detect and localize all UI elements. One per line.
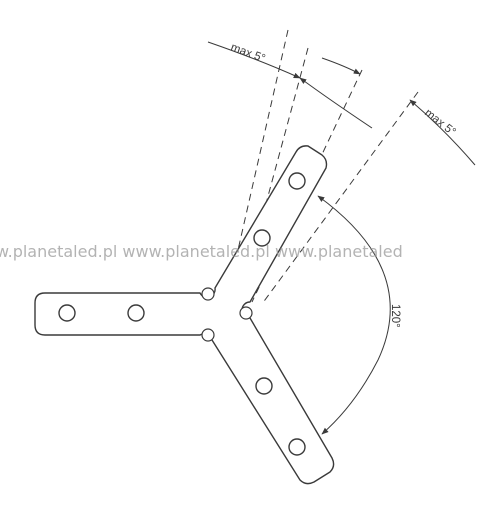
hole-left-inner	[127, 304, 145, 322]
hole-bottom-outer	[288, 438, 306, 456]
tolerance-label-right: max 5°	[422, 107, 458, 139]
mounting-holes	[58, 172, 306, 456]
watermark-text: w.planetaled.pl www.planetaled.pl www.pl…	[0, 242, 403, 261]
hole-top-outer	[288, 172, 306, 190]
hole-bottom-inner	[255, 377, 273, 395]
tolerance-label-left: max 5°	[229, 42, 267, 66]
guide-right	[261, 91, 419, 305]
arc-top-mid	[299, 77, 373, 129]
angle-arc	[317, 195, 391, 435]
angle-label: 120°	[389, 304, 401, 328]
joint-notch-bottom	[201, 328, 215, 342]
connector-plate	[34, 145, 335, 485]
guide-left	[227, 29, 289, 295]
joint-notch-right	[239, 306, 253, 320]
arc-top-left	[207, 41, 301, 79]
hole-top-inner	[253, 229, 271, 247]
tolerance-arcs	[207, 41, 476, 166]
arc-right	[409, 99, 476, 166]
arc-top-right	[321, 57, 361, 75]
hole-left-outer	[58, 304, 76, 322]
joint-notch-left	[201, 287, 215, 301]
